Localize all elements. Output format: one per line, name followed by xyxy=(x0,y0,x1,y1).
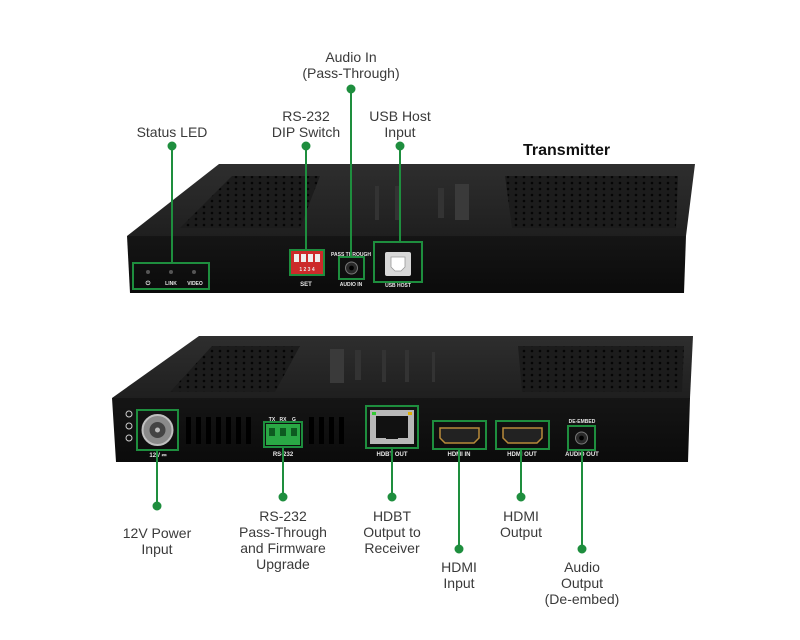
leader-lines xyxy=(154,86,586,553)
usb-host-label: USB HOST xyxy=(385,283,411,289)
hdmi-out-port[interactable] xyxy=(503,428,542,443)
leader-dot xyxy=(303,143,310,150)
vent-grille xyxy=(505,176,678,228)
set-label: SET xyxy=(300,282,312,288)
rj45-led xyxy=(372,412,376,415)
dip-numbers-label: 1 2 3 4 xyxy=(299,267,315,273)
audio-in-jack-hole xyxy=(349,266,354,271)
video-led xyxy=(192,270,196,274)
leader-dot xyxy=(169,143,176,150)
vent-grille xyxy=(518,346,684,392)
device-title: Transmitter xyxy=(523,142,610,160)
transmitter-rear-device: 12V ⎓ TX RX G RS-232 HDBT OUT HDMI IN HD… xyxy=(112,336,693,462)
callout-hdmi-in: HDMI Input xyxy=(399,559,519,591)
dip-toggle-2 xyxy=(301,254,306,262)
callout-audio-out: Audio Output (De-embed) xyxy=(522,559,642,607)
leader-dot xyxy=(579,546,586,553)
callout-hdmi-out: HDMI Output xyxy=(461,508,581,540)
hdmi-out-label: HDMI OUT xyxy=(507,452,537,458)
transmitter-front-device: ⏻ LINK VIDEO 1 2 3 4 SET PASS THROUGH AU… xyxy=(127,164,695,293)
power-symbol-label: ⏻ xyxy=(146,280,151,287)
leader-dot xyxy=(518,494,525,501)
callout-power: 12V Power Input xyxy=(97,525,217,557)
link-led-label: LINK xyxy=(165,281,177,287)
rj45-led xyxy=(408,412,412,415)
leader-dot xyxy=(154,503,161,510)
power-label: 12V ⎓ xyxy=(149,453,166,459)
leader-dot xyxy=(280,494,287,501)
hdmi-in-port[interactable] xyxy=(440,428,479,443)
rj45-clip xyxy=(386,434,398,439)
callout-audio-in: Audio In (Pass-Through) xyxy=(291,49,411,81)
terminal-screw xyxy=(269,428,275,436)
power-led xyxy=(146,270,150,274)
terminal-screw xyxy=(280,428,286,436)
leader-dot xyxy=(456,546,463,553)
callout-hdbt: HDBT Output to Receiver xyxy=(332,508,452,556)
callout-rs232: RS-232 Pass-Through and Firmware Upgrade xyxy=(223,508,343,572)
link-led xyxy=(169,270,173,274)
leader-dot xyxy=(389,494,396,501)
leader-dot xyxy=(397,143,404,150)
leader-dot xyxy=(348,86,355,93)
dip-toggle-4 xyxy=(315,254,320,262)
callout-status-led: Status LED xyxy=(112,124,232,140)
audio-out-jack-hole xyxy=(579,436,584,441)
dip-toggle-3 xyxy=(308,254,313,262)
de-embed-label: DE-EMBED xyxy=(569,419,596,425)
usb-b-socket xyxy=(391,257,405,271)
video-led-label: VIDEO xyxy=(187,281,203,287)
dip-toggle-1 xyxy=(294,254,299,262)
audio-in-label: AUDIO IN xyxy=(340,282,363,288)
callout-usb-host: USB Host Input xyxy=(340,108,460,140)
dc-power-jack-pin xyxy=(155,428,160,433)
terminal-screw xyxy=(291,428,297,436)
